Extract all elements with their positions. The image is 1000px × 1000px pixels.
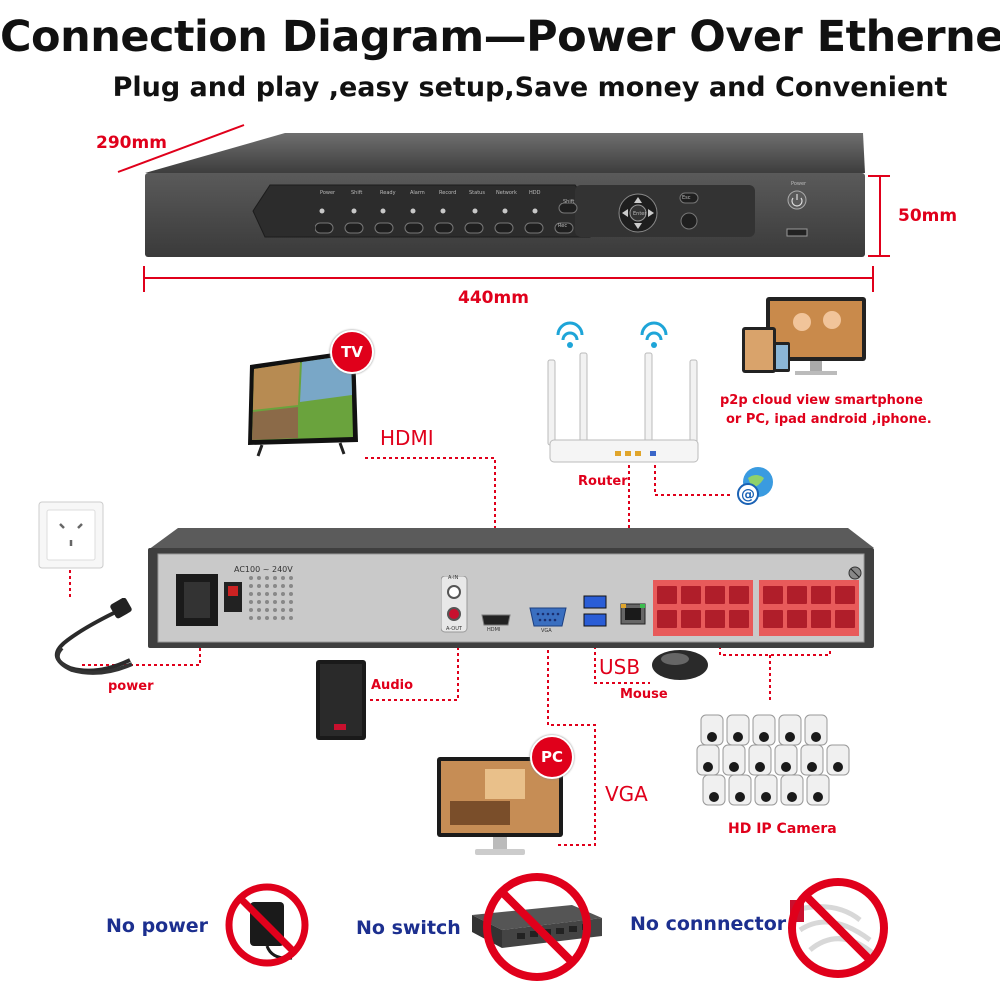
power-cable-icon xyxy=(54,598,133,675)
nvr-front-view: Power Shift Ready Alarm Record Status Ne… xyxy=(145,133,865,260)
usb-ports-icon xyxy=(583,595,607,627)
hdmi-port-icon xyxy=(481,614,511,626)
no-power-label: No power xyxy=(106,915,209,937)
no-switch-icon xyxy=(472,873,602,981)
audio-in-label: A-IN xyxy=(448,575,459,581)
ac-voltage-label: AC100 ~ 240V xyxy=(234,565,293,574)
front-shift-label: Shift xyxy=(351,190,363,196)
p2p-label-line2: or PC, ipad android ,iphone. xyxy=(726,412,932,427)
no-connector-label: No connnector xyxy=(630,913,787,935)
mouse-label: Mouse xyxy=(620,687,668,702)
no-switch-label: No switch xyxy=(356,917,461,939)
tv-badge: TV xyxy=(330,330,374,374)
poe-ports-icon xyxy=(653,580,859,636)
front-dpad-icon xyxy=(618,192,699,233)
front-enter-label: Enter xyxy=(633,211,647,217)
front-power-button-icon xyxy=(786,190,808,237)
p2p-label-line1: p2p cloud view smartphone xyxy=(720,393,923,408)
hdmi-port-label: HDMI xyxy=(487,627,501,633)
devices-icon xyxy=(742,297,866,375)
svg-text:@: @ xyxy=(741,487,755,503)
vga-port-icon xyxy=(529,607,567,627)
ground-screw-icon xyxy=(848,566,862,580)
front-ready-label: Ready xyxy=(380,190,396,196)
diagram-subtitle: Plug and play ,easy setup,Save money and… xyxy=(112,72,948,103)
front-alarm-label: Alarm xyxy=(410,190,425,196)
pc-badge: PC xyxy=(530,735,574,779)
power-label: power xyxy=(108,679,154,694)
vga-port-label: VGA xyxy=(541,628,552,634)
front-record-label: Record xyxy=(439,190,457,196)
front-esc-label: Esc xyxy=(682,195,691,201)
internet-line xyxy=(654,465,730,496)
ip-cameras-icon xyxy=(696,714,850,806)
no-power-adapter-icon xyxy=(225,883,309,967)
front-power-button-label: Power xyxy=(791,181,807,187)
audio-label: Audio xyxy=(371,678,414,693)
front-power-label: Power xyxy=(320,190,336,196)
usb-label: USB xyxy=(599,655,641,679)
front-status-label: Status xyxy=(469,190,485,196)
router-label: Router xyxy=(578,474,628,489)
front-network-label: Network xyxy=(496,190,517,196)
front-button-row xyxy=(315,203,578,234)
audio-jacks-icon xyxy=(441,576,468,633)
usb-line xyxy=(594,640,650,684)
hdmi-label: HDMI xyxy=(380,426,434,450)
vga-line xyxy=(547,638,596,846)
front-rec-button-label: Rec xyxy=(558,223,568,229)
width-label: 440mm xyxy=(458,288,529,308)
front-hdd-label: HDD xyxy=(529,190,541,196)
internet-globe-icon: @ xyxy=(737,467,773,505)
vga-label: VGA xyxy=(605,782,648,806)
power-line xyxy=(82,640,201,666)
speaker-icon xyxy=(316,660,366,740)
mouse-icon xyxy=(652,650,708,680)
audio-out-label: A-OUT xyxy=(446,626,462,632)
front-shift-button-label: Shift xyxy=(563,199,575,205)
power-outlet-icon xyxy=(38,501,104,569)
depth-label: 290mm xyxy=(96,133,167,153)
audio-line xyxy=(370,640,459,701)
depth-dimension-line xyxy=(117,124,245,173)
no-connector-icon xyxy=(788,878,888,978)
hdmi-line xyxy=(365,457,496,612)
camera-label: HD IP Camera xyxy=(728,821,837,837)
tv-icon xyxy=(248,350,358,457)
height-label: 50mm xyxy=(898,206,958,226)
lan-port-icon xyxy=(620,603,646,625)
nvr-back-panel: AC100 ~ 240V A-IN A-OUT HDMI VGA xyxy=(148,528,874,656)
psu-socket-icon xyxy=(176,574,293,626)
diagram-title: Connection Diagram—Power Over Ethernet xyxy=(0,12,1000,62)
router-icon xyxy=(547,321,699,463)
